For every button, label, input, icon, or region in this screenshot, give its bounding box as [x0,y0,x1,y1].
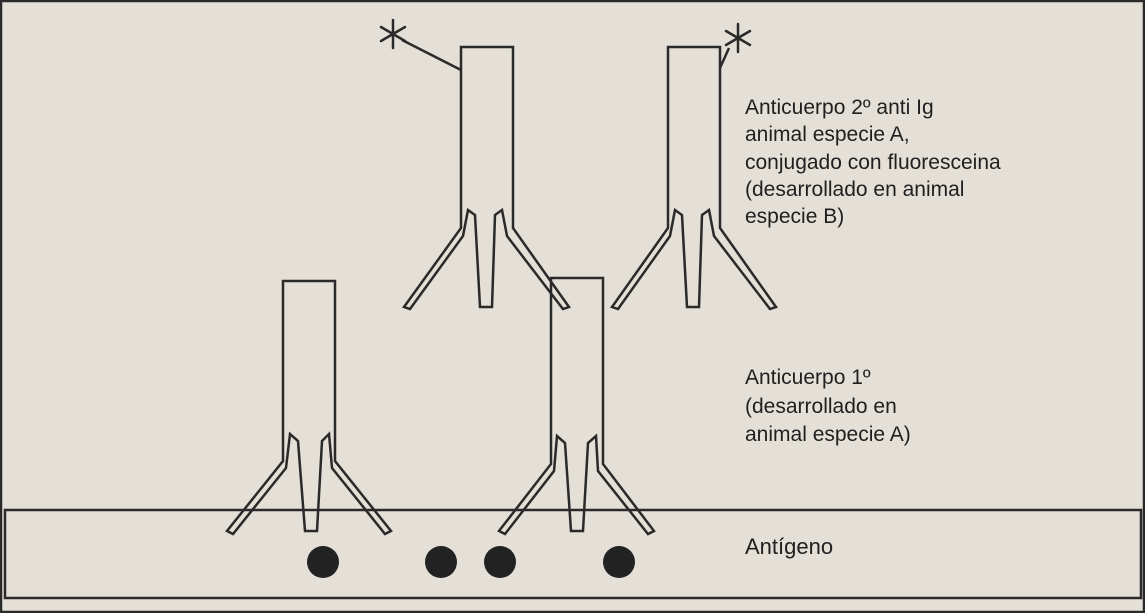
primary-antibody-left [227,281,391,534]
conjugate-link-left [402,40,461,70]
antigen-label: Antígeno [745,533,833,561]
fluorescein-asterisk-right [726,24,750,52]
secondary-antibody-label-line: especie B) [745,203,1001,230]
secondary-antibody-left [404,47,569,309]
antigen-dot [484,546,516,578]
antigen-bar [5,510,1141,598]
secondary-antibody-label-line: animal especie A, [745,121,1001,148]
secondary-antibody-label-line: conjugado con fluoresceina [745,149,1001,176]
secondary-antibody-label-line: Anticuerpo 2º anti Ig [745,94,1001,121]
antigen-dot [425,546,457,578]
primary-antibody-label-line: animal especie A) [745,421,911,450]
primary-antibody-label-line: Anticuerpo 1º [745,364,911,393]
fluorescein-asterisk-left [381,20,405,48]
secondary-antibody-label: Anticuerpo 2º anti Ig animal especie A, … [745,94,1001,230]
primary-antibody-label-line: (desarrollado en [745,393,911,422]
antigen-dot [603,546,635,578]
antigen-dots [307,546,635,578]
antigen-layer [5,510,1141,598]
primary-antibody-right [499,278,654,534]
conjugate-link-right [720,48,729,68]
secondary-antibody-label-line: (desarrollado en animal [745,176,1001,203]
primary-antibody-label: Anticuerpo 1º (desarrollado en animal es… [745,364,911,450]
antigen-dot [307,546,339,578]
